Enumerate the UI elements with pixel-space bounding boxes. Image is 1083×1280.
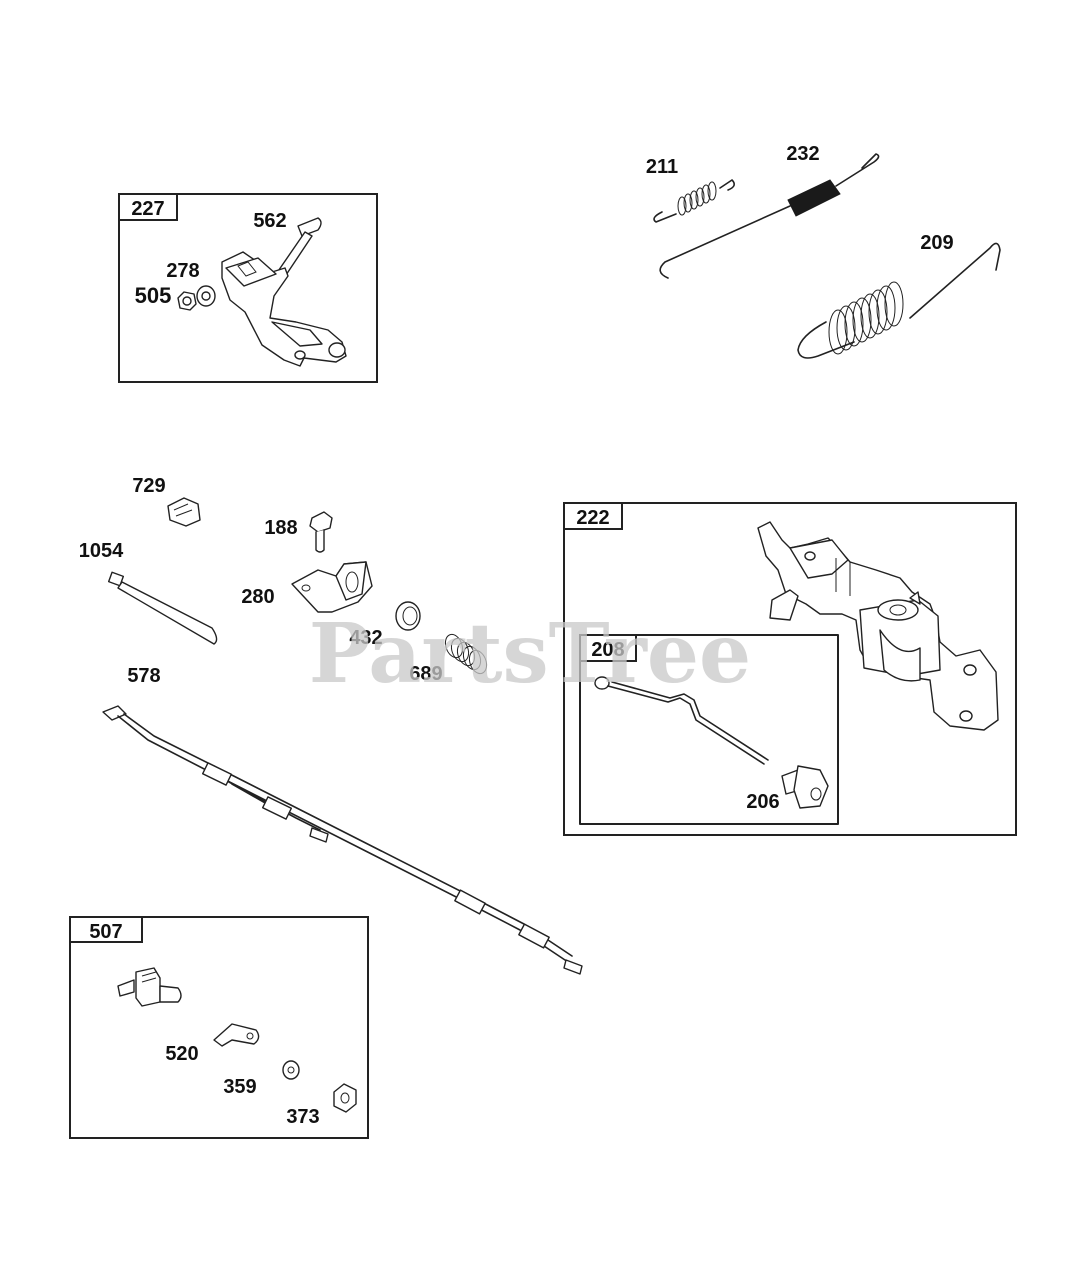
part-1054-label: 1054: [79, 540, 124, 562]
group-208: 208 206: [579, 634, 839, 825]
part-211-spring: [653, 179, 736, 223]
group-222-label: 222: [576, 507, 609, 529]
part-208-link-rod: [594, 676, 769, 765]
group-507: 507 520 359 373: [69, 916, 369, 1139]
part-209-spring: [797, 242, 1001, 359]
part-373-nut: [333, 1083, 357, 1113]
group-227-tab: [118, 193, 178, 221]
part-578-wire-harness: [102, 705, 583, 975]
part-206-label: 206: [746, 791, 779, 813]
part-373-label: 373: [286, 1106, 319, 1128]
group-507-label: 507: [89, 921, 122, 943]
part-689-label: 689: [409, 663, 442, 685]
group-208-tab: [579, 634, 637, 662]
part-578-label: 578: [127, 665, 160, 687]
part-505-label: 505: [135, 283, 172, 308]
group-222-frame: [563, 502, 1017, 836]
group-507-tab: [69, 916, 143, 943]
part-520-clip: [213, 1023, 260, 1047]
part-188-screw: [309, 511, 333, 553]
part-562-label: 562: [253, 210, 286, 232]
group-222-tab: [563, 502, 623, 530]
part-222-assembly: [757, 521, 999, 731]
group-227: 227 562 278 505: [118, 193, 378, 383]
watermark-text: PartsTree: [309, 606, 751, 702]
part-359-washer: [282, 1060, 300, 1080]
part-432-label: 432: [349, 627, 382, 649]
part-232-label: 232: [786, 143, 819, 165]
part-209-label: 209: [920, 232, 953, 254]
part-280-bracket: [291, 561, 373, 613]
part-211-label: 211: [646, 156, 678, 178]
part-729-clip: [167, 497, 201, 527]
part-280-label: 280: [241, 586, 274, 608]
part-359-label: 359: [223, 1076, 256, 1098]
group-227-label: 227: [131, 198, 164, 220]
group-507-frame: [69, 916, 369, 1139]
part-206-knob: [781, 765, 829, 809]
part-227-bracket: [221, 251, 347, 367]
part-520-label: 520: [165, 1043, 198, 1065]
part-432-ring: [395, 601, 421, 631]
part-232-spring: [659, 153, 880, 279]
part-188-label: 188: [264, 517, 297, 539]
part-507-switch: [117, 967, 182, 1007]
group-227-frame: [118, 193, 378, 383]
part-689-spring: [444, 633, 488, 675]
group-222: 222: [563, 502, 1017, 836]
part-278-label: 278: [166, 260, 199, 282]
part-729-label: 729: [132, 475, 165, 497]
part-505-nut: [177, 291, 197, 311]
group-208-label: 208: [591, 639, 624, 661]
part-278-washer: [196, 285, 216, 307]
part-1054-cable-tie: [107, 571, 218, 645]
